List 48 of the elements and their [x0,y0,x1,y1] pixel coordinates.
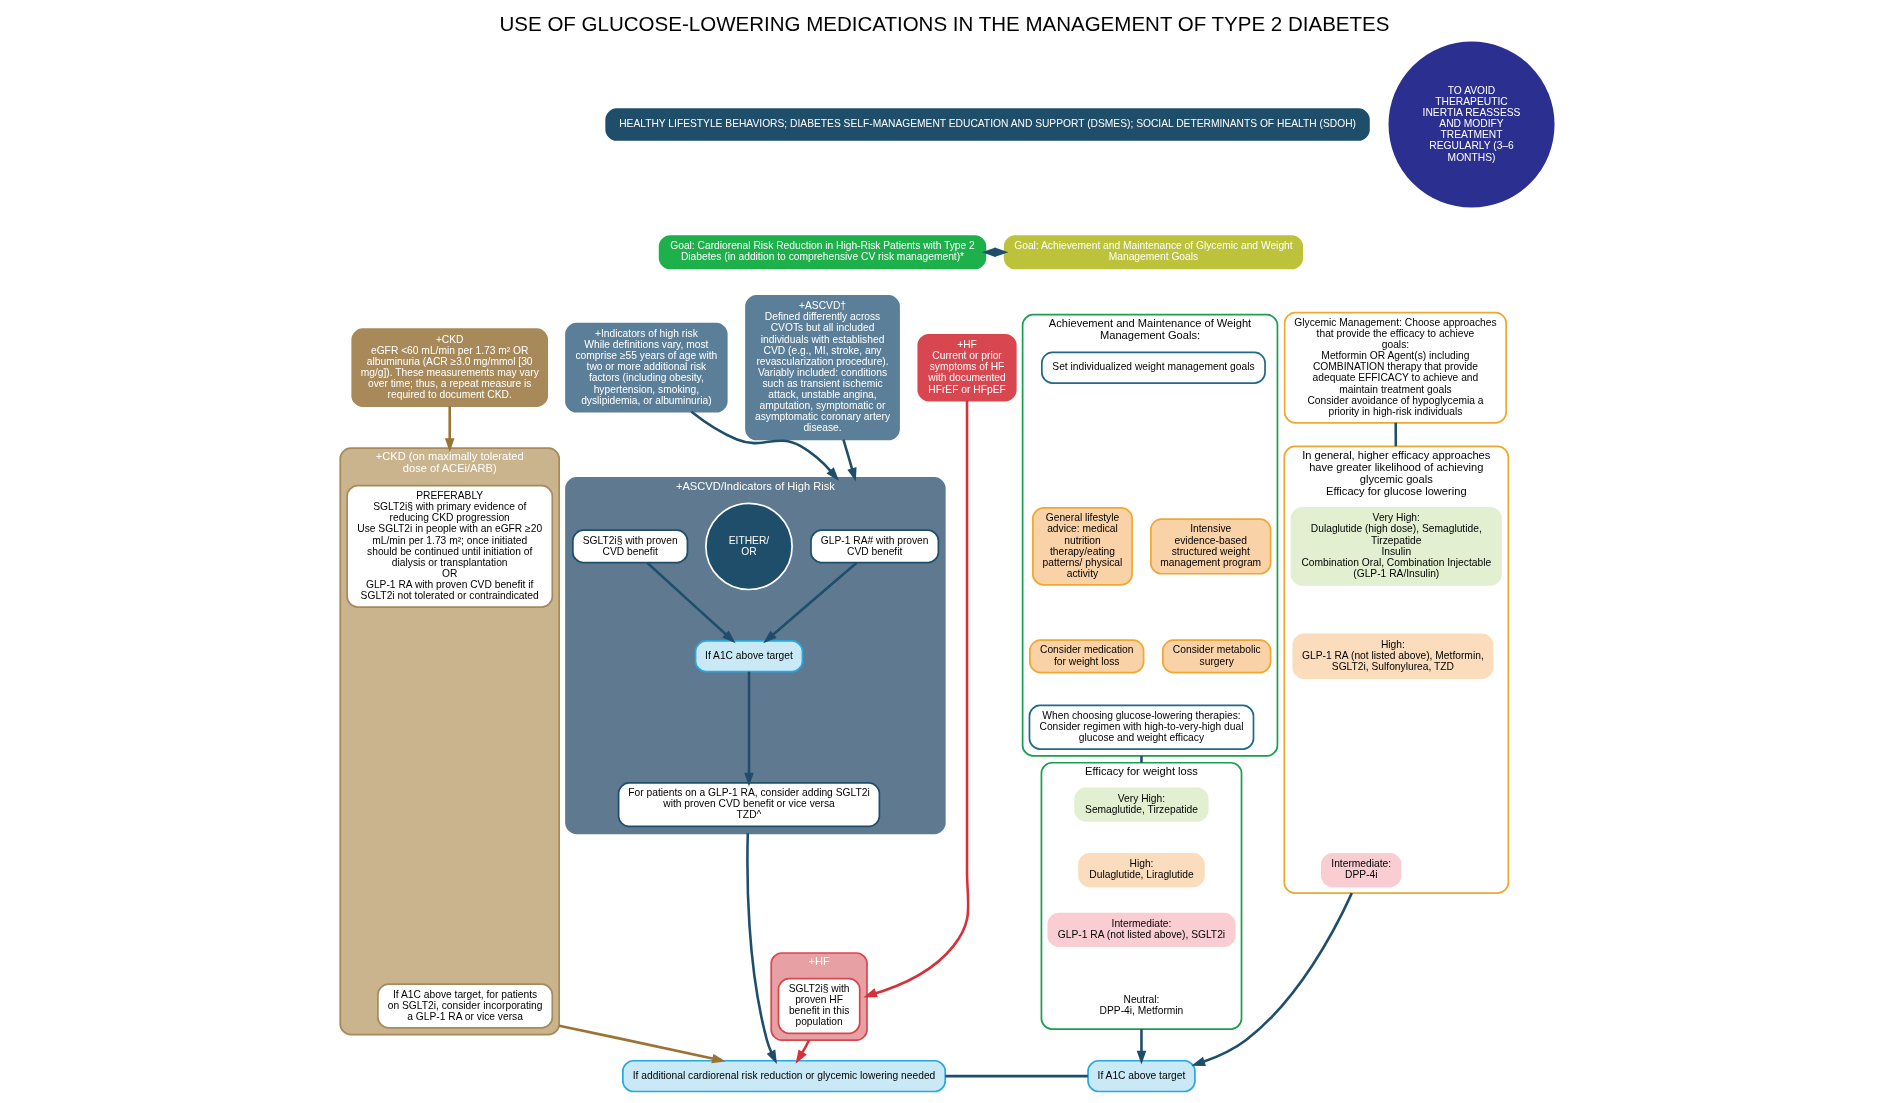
arrow [690,410,839,481]
arrow [745,833,777,1064]
node-box: SGLT2i§ with proven HF benefit in this population [777,977,861,1035]
node-box: High: GLP-1 RA (not listed above), Metformin, SGLT2i, Sulfonylurea, TZD [1291,633,1493,679]
arrow [1190,892,1353,1066]
node-box: +Indicators of high risk While definitions vary, most comprise ≥55 years of age with two or more additional risk factors (including obesity, hypertension, smoking, dyslipidemia, or albuminuria) [564,322,728,413]
node-box: For patients on a GLP-1 RA, consider adding SGLT2i with proven CVD benefit or vice versa TZD^ [617,781,880,828]
node-circle: EITHER/ OR [704,502,793,591]
node-box: Consider medication for weight loss [1028,639,1144,674]
arrow [862,400,970,998]
node-box: Goal: Cardiorenal Risk Reduction in High-Risk Patients with Type 2 Diabetes (in addition to comprehensive CV risk management)* [658,235,986,270]
node-box: If A1C above target [694,640,803,673]
node-box: +HF Current or prior symptoms of HF with documented HFrEF or HFpEF [916,333,1017,402]
node-box: General lifestyle advice: medical nutrition therapy/eating patterns/ physical activity [1031,507,1133,586]
node-box: Consider metabolic surgery [1161,639,1271,674]
node-box: Glycemic Management: Choose approaches that provide the efficacy to achieve goals: Metformin OR Agent(s) including COMBINATION therapy that provide adequate EFFICACY to achieve and maintain treatment goals Consider avoidance of hypoglycemia a priority in high-risk individuals [1283,311,1507,424]
arrow [795,1039,810,1064]
node-text: Neutral: DPP-4i, Metformin [1099,994,1183,1017]
connector [1393,422,1397,447]
node-box: GLP-1 RA# with proven CVD benefit [809,529,939,564]
connector [944,1074,1088,1078]
node-box: +ASCVD† Defined differently across CVOTs but all included individuals with established CVD (e.g., MI, stroke, any revascularization procedure). Variably included: conditions such as transient ischemic attack, unstable angina, amputation, symptomatic or asymptomatic coronary artery disease. [744,295,900,441]
arrow [762,561,857,644]
node-box: Intermediate: GLP-1 RA (not listed above), SGLT2i [1046,912,1236,947]
node-box: HEALTHY LIFESTYLE BEHAVIORS; DIABETES SELF-MANAGEMENT EDUCATION AND SUPPORT (DSMES); SOCIAL DETERMINANTS OF HEALTH (SDOH) [604,108,1370,141]
node-box: Intermediate: DPP-4i [1320,852,1401,888]
node-box: When choosing glucose-lowering therapies: Consider regimen with high-to-very-high dual glucose and weight efficacy [1028,704,1254,750]
node-box: Set individualized weight management goals [1040,351,1266,384]
node-box: +CKD eGFR <60 mL/min per 1.73 m² OR albuminuria (ACR ≥3.0 mg/mmol [30 mg/g]). These measurements may vary over time; thus, a repeat measure is required to document CKD. [350,328,548,408]
node-box: Very High: Dulaglutide (high dose), Semaglutide, Tirzepatide Insulin Combination Oral, Combination Injectable (GLP-1 RA/Insulin) [1290,507,1502,586]
node-box: If A1C above target, for patients on SGLT2i, consider incorporating a GLP-1 RA or vice versa [376,983,553,1029]
arrow [1136,1029,1146,1065]
node-box: PREFERABLY SGLT2i§ with primary evidence of reducing CKD progression Use SGLT2i in people with an eGFR ≥20 mL/min per 1.73 m²; once initiated should be continued until initiation of dialysis or transplantation OR GLP-1 RA with proven CVD benefit if SGLT2i not tolerated or contraindicated [345,484,553,608]
node-box: If A1C above target [1086,1059,1196,1093]
node-box: Goal: Achievement and Maintenance of Glycemic and Weight Management Goals [1003,235,1303,270]
arrow [841,439,857,482]
arrow [743,671,754,787]
node-box: Very High: Semaglutide, Tirzepatide [1073,787,1209,822]
node-box: If additional cardiorenal risk reduction or glycemic lowering needed [621,1059,946,1093]
node-box: High: Dulaglutide, Liraglutide [1077,852,1205,888]
arrow [645,561,736,644]
connector [1139,755,1143,763]
diagram-title: USE OF GLUCOSE-LOWERING MEDICATIONS IN THE MANAGEMENT OF TYPE 2 DIABETES [499,12,1389,36]
arrow [558,1024,726,1064]
node-box: Intensive evidence-based structured weight management program [1149,518,1271,575]
node-box: SGLT2i§ with proven CVD benefit [571,529,688,564]
arrow [444,406,454,452]
node-circle: TO AVOID THERAPEUTIC INERTIA REASSESS AND MODIFY TREATMENT REGULARLY (3–6 MONTHS) [1386,39,1556,210]
